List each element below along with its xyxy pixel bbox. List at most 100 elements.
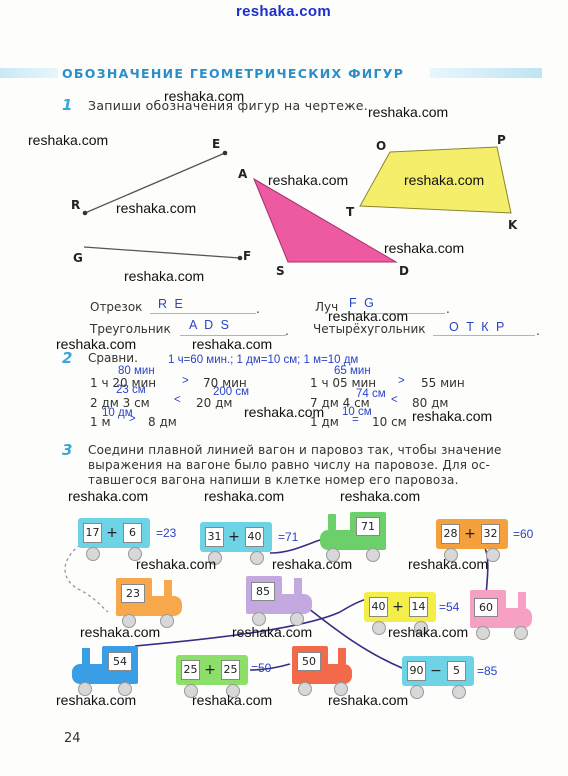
sign-r1: > (398, 375, 405, 387)
wheel (414, 621, 428, 635)
watermark-8: reshaka.com (124, 268, 205, 284)
segment-re (84, 152, 226, 214)
watermark-3: reshaka.com (28, 132, 109, 148)
wagon-2-operand-b: 40 (245, 527, 264, 547)
wheel (118, 682, 132, 696)
label-point-o: O (376, 139, 387, 153)
watermark-22: reshaka.com (388, 624, 469, 640)
label-point-k: K (508, 218, 518, 232)
label-point-f: F (243, 249, 252, 263)
expr-l1a: 1 ч 20 мин (90, 376, 157, 390)
wagon-40-plus-14: 40 + 14 =54 (364, 592, 484, 638)
engine-54-number: 54 (108, 652, 132, 671)
wagon-4-operator: + (392, 599, 404, 615)
note-l2b: 200 см (213, 386, 250, 398)
watermark-24: reshaka.com (192, 692, 273, 708)
dot-3: . (285, 324, 289, 338)
sign-r2: < (391, 394, 398, 406)
answer-label-segment: Отрезок (90, 300, 143, 314)
answer-label-triangle: Треугольник (90, 322, 171, 336)
watermark-6: reshaka.com (116, 200, 197, 216)
note-r1: 65 мин (334, 365, 371, 377)
wheel (160, 614, 174, 628)
page-number: 24 (64, 731, 81, 746)
note-r2: 74 см (356, 388, 386, 400)
task-3-line-1: Соедини плавной линией вагон и паровоз т… (88, 443, 502, 457)
wagon-25-plus-25: 25 + 25 =50 (176, 655, 296, 701)
expr-l3b: 8 дм (148, 415, 177, 429)
engine-60-number: 60 (474, 598, 498, 617)
note-l2a: 23 см (116, 384, 146, 396)
triangle-ads (252, 177, 398, 263)
expr-r2b: 80 дм (412, 396, 449, 410)
watermark-16: reshaka.com (340, 488, 421, 504)
wheel (334, 682, 348, 696)
task-3-number: 3 (62, 441, 73, 459)
watermark-15: reshaka.com (204, 488, 285, 504)
watermark-25: reshaka.com (328, 692, 409, 708)
wagon-3-result: =60 (513, 527, 534, 541)
answer-segment: R E (158, 297, 185, 311)
engine-54: 54 (70, 646, 140, 698)
wheel (444, 548, 458, 562)
task-2-hint: 1 ч=60 мин.; 1 дм=10 см; 1 м=10 дм (168, 354, 359, 366)
answer-triangle: A D S (189, 318, 231, 332)
watermark-9: reshaka.com (328, 308, 409, 324)
wagon-28-plus-32: 28 + 32 =60 (436, 519, 556, 565)
watermark-19: reshaka.com (408, 556, 489, 572)
dot-4: . (536, 324, 540, 338)
ray-fg (83, 246, 241, 259)
wheel (486, 548, 500, 562)
sign-l2: < (174, 394, 181, 406)
wagon-3-operand-b: 32 (481, 524, 500, 544)
answer-line-triangle (180, 335, 286, 336)
task-1-text: Запиши обозначения фигур на чертеже. (88, 98, 369, 113)
answer-ray: F G (349, 296, 376, 310)
wagon-5-operand-b: 25 (221, 660, 240, 680)
sign-l3: > (129, 413, 136, 425)
wagon-2-operator: + (228, 529, 240, 545)
answer-line-ray (345, 313, 445, 314)
dot-1: . (256, 302, 260, 316)
watermark-18: reshaka.com (272, 556, 353, 572)
expr-r2a: 7 дм 4 см (310, 396, 370, 410)
engine-50-number: 50 (297, 652, 321, 671)
label-point-r: R (71, 198, 81, 212)
note-r3: 10 см (342, 406, 372, 418)
wagon-31-plus-40: 31 + 40 =71 (200, 522, 320, 568)
engine-85: 85 (246, 576, 316, 628)
connection-25-25-to-50 (249, 663, 291, 671)
watermark-17: reshaka.com (136, 556, 217, 572)
wagon-4-operand-b: 14 (409, 597, 428, 617)
sign-l1: > (182, 375, 189, 387)
watermark-14: reshaka.com (68, 488, 149, 504)
wheel (128, 547, 142, 561)
wheel (208, 551, 222, 565)
dot-2: . (446, 302, 450, 316)
connection-90-5-to-85 (303, 604, 403, 669)
connection-40-14-to-54 (134, 597, 371, 647)
label-point-g: G (73, 251, 83, 265)
engine-50: 50 (292, 646, 362, 698)
expr-l3a: 1 м (90, 415, 111, 429)
wagon-90-minus-5: 90 − 5 =85 (402, 656, 522, 702)
wagon-1-operand-b: 6 (123, 523, 142, 543)
wheel (476, 626, 490, 640)
answer-label-quadrilateral: Четырёхугольник (313, 322, 426, 336)
label-point-e: E (212, 137, 221, 151)
watermark-7: reshaka.com (384, 240, 465, 256)
wagon-2-operand-a: 31 (205, 527, 224, 547)
wagon-1-result: =23 (156, 526, 177, 540)
watermark-5: reshaka.com (404, 172, 485, 188)
engine-71-number: 71 (356, 517, 380, 536)
watermark-12: reshaka.com (244, 404, 325, 420)
wheel (250, 551, 264, 565)
wheel (410, 685, 424, 699)
wagon-6-operand-b: 5 (447, 661, 466, 681)
wheel (326, 548, 340, 562)
task-1-number: 1 (62, 96, 73, 114)
wagon-5-operator: + (204, 662, 216, 678)
wheel (366, 548, 380, 562)
expr-l1b: 70 мин (203, 376, 247, 390)
